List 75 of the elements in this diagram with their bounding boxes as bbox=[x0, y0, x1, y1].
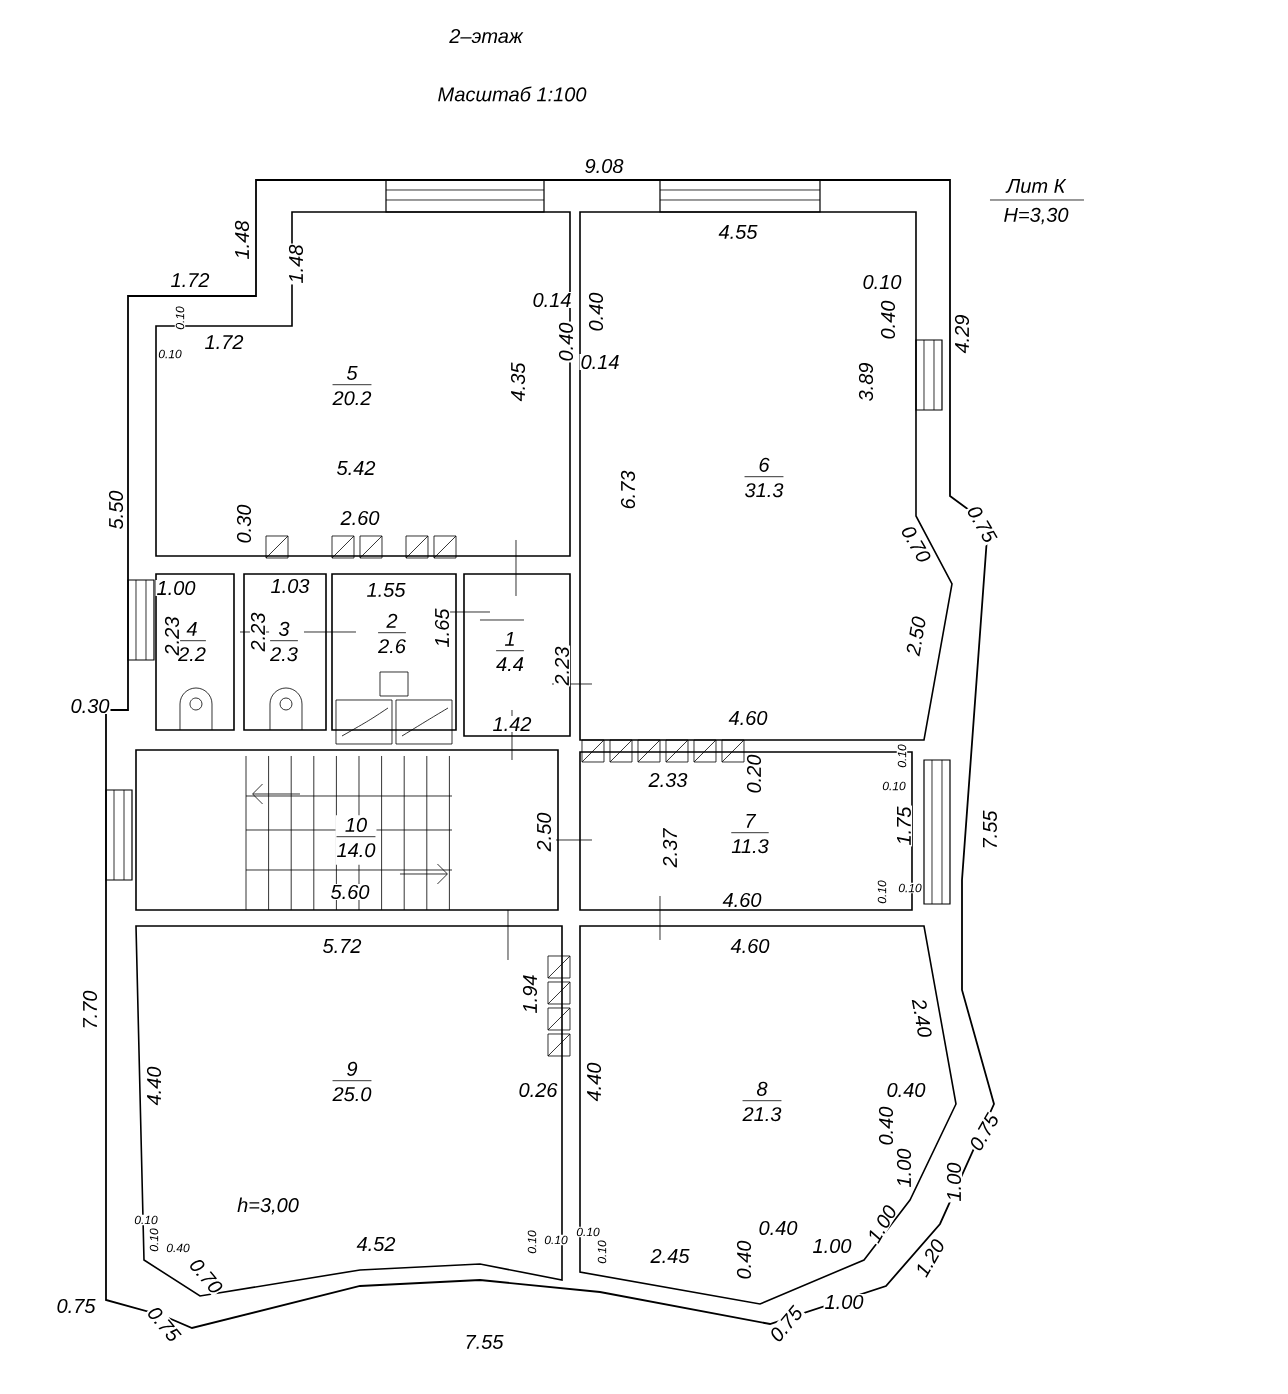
dimension-label: 3.89 bbox=[857, 361, 875, 403]
dimension-label: 2.23 bbox=[249, 611, 267, 653]
dimension-label: 2.60 bbox=[339, 509, 381, 527]
dimension-label: 1.00 bbox=[895, 1147, 913, 1189]
dimension-label: 0.40 bbox=[587, 291, 605, 333]
room-label: 9 25.0 bbox=[331, 1059, 373, 1109]
room-label: 1 4.4 bbox=[495, 629, 525, 679]
dimension-label: 2.37 bbox=[661, 827, 679, 869]
dimension-label: 0.40 bbox=[879, 299, 897, 341]
scale-label: Масштаб 1:100 bbox=[436, 85, 588, 103]
dimension-label: 0.26 bbox=[517, 1081, 559, 1099]
dimension-label: 0.30 bbox=[69, 697, 111, 715]
room-label: 4 2.2 bbox=[177, 619, 207, 669]
dimension-label: 2.33 bbox=[647, 771, 689, 789]
dimension-label: 0.40 bbox=[557, 321, 575, 363]
plan-label: 9.08 bbox=[583, 157, 625, 175]
dimension-label: 1.03 bbox=[269, 577, 311, 595]
dimension-label: 2.50 bbox=[904, 614, 928, 658]
dimension-label: 4.29 bbox=[953, 313, 971, 355]
dimension-label: 0.40 bbox=[885, 1081, 927, 1099]
dimension-label: 2.23 bbox=[163, 615, 181, 657]
dimension-label: 5.42 bbox=[335, 459, 377, 477]
dimension-label: 1.00 bbox=[823, 1293, 865, 1311]
room-label: 3 2.3 bbox=[269, 619, 299, 669]
dimension-label: 4.60 bbox=[721, 891, 763, 909]
dimension-label: 0.70 bbox=[186, 1255, 226, 1297]
dimension-label: 1.75 bbox=[896, 805, 912, 847]
dimension-label: 7.70 bbox=[81, 989, 99, 1031]
dimension-label: 0.40 bbox=[757, 1219, 799, 1237]
dimension-label: 0.14 bbox=[531, 291, 573, 309]
dimension-label: 0.14 bbox=[579, 353, 621, 371]
dimension-label: 1.42 bbox=[491, 716, 533, 732]
room-label: 5 20.2 bbox=[331, 363, 373, 413]
dimension-label: 4.55 bbox=[717, 224, 759, 240]
dimension-label: 0.30 bbox=[235, 503, 253, 545]
dimension-label: 4.35 bbox=[509, 361, 527, 403]
room-label: 2 2.6 bbox=[377, 611, 407, 661]
room-label: 10 14.0 bbox=[335, 815, 377, 865]
dimension-label: 0.75 bbox=[55, 1297, 97, 1315]
dimension-label: 1.94 bbox=[521, 973, 539, 1015]
dimension-label: 5.50 bbox=[107, 489, 125, 531]
height-label: h=3,00 bbox=[236, 1196, 300, 1216]
dimension-label: 0.10 bbox=[861, 273, 903, 291]
dimension-label: 0.40 bbox=[735, 1239, 753, 1281]
dimension-label: 1.72 bbox=[203, 334, 245, 350]
dimension-label: 1.72 bbox=[169, 272, 211, 288]
dimension-label: 7.55 bbox=[463, 1334, 505, 1350]
dimension-label: 1.00 bbox=[811, 1237, 853, 1255]
dimension-label: 1.65 bbox=[433, 607, 451, 649]
dimension-label: 4.60 bbox=[727, 709, 769, 727]
dimension-label: 4.40 bbox=[145, 1065, 163, 1107]
room-label: 7 11.3 bbox=[730, 811, 770, 861]
dimension-label: 6.73 bbox=[619, 469, 637, 511]
dimension-label: 1.48 bbox=[233, 219, 251, 261]
title: 2–этаж bbox=[449, 28, 524, 44]
dimension-label: 7.55 bbox=[982, 809, 998, 851]
plan-label: Лит К bbox=[1005, 178, 1067, 194]
room-label: 6 31.3 bbox=[743, 455, 785, 505]
dimension-label: 2.40 bbox=[910, 996, 934, 1040]
dimension-label: 4.60 bbox=[729, 937, 771, 955]
room-label: 8 21.3 bbox=[741, 1079, 783, 1129]
dimension-label: 2.50 bbox=[535, 811, 553, 853]
dimension-label: 0.40 bbox=[877, 1105, 895, 1147]
plan-label: Н=3,30 bbox=[1002, 206, 1070, 226]
dimension-label: 1.00 bbox=[155, 579, 197, 597]
dimension-label: 1.00 bbox=[945, 1161, 963, 1203]
dimension-label: 4.40 bbox=[585, 1061, 603, 1103]
dimension-label: 1.48 bbox=[287, 243, 305, 285]
dimension-label: 2.23 bbox=[553, 645, 571, 687]
dimension-label: 2.45 bbox=[649, 1247, 691, 1265]
dimension-label: 5.72 bbox=[321, 937, 363, 955]
dimension-label: 4.52 bbox=[355, 1235, 397, 1253]
dimension-label: 0.20 bbox=[745, 753, 763, 795]
dimension-label: 5.60 bbox=[329, 883, 371, 901]
dimension-label: 0.75 bbox=[144, 1303, 184, 1345]
